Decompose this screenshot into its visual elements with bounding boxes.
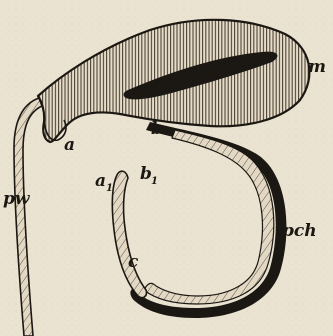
label-a1: a <box>95 171 106 191</box>
label-b: b <box>151 119 163 139</box>
label-a1-sub: 1 <box>106 183 113 194</box>
label-a: a <box>64 135 75 155</box>
label-m: m <box>308 57 326 77</box>
label-b1-sub: 1 <box>151 176 158 187</box>
label-pch: pch <box>282 221 317 241</box>
label-pw: pw <box>3 189 31 209</box>
label-c: c <box>128 252 139 272</box>
